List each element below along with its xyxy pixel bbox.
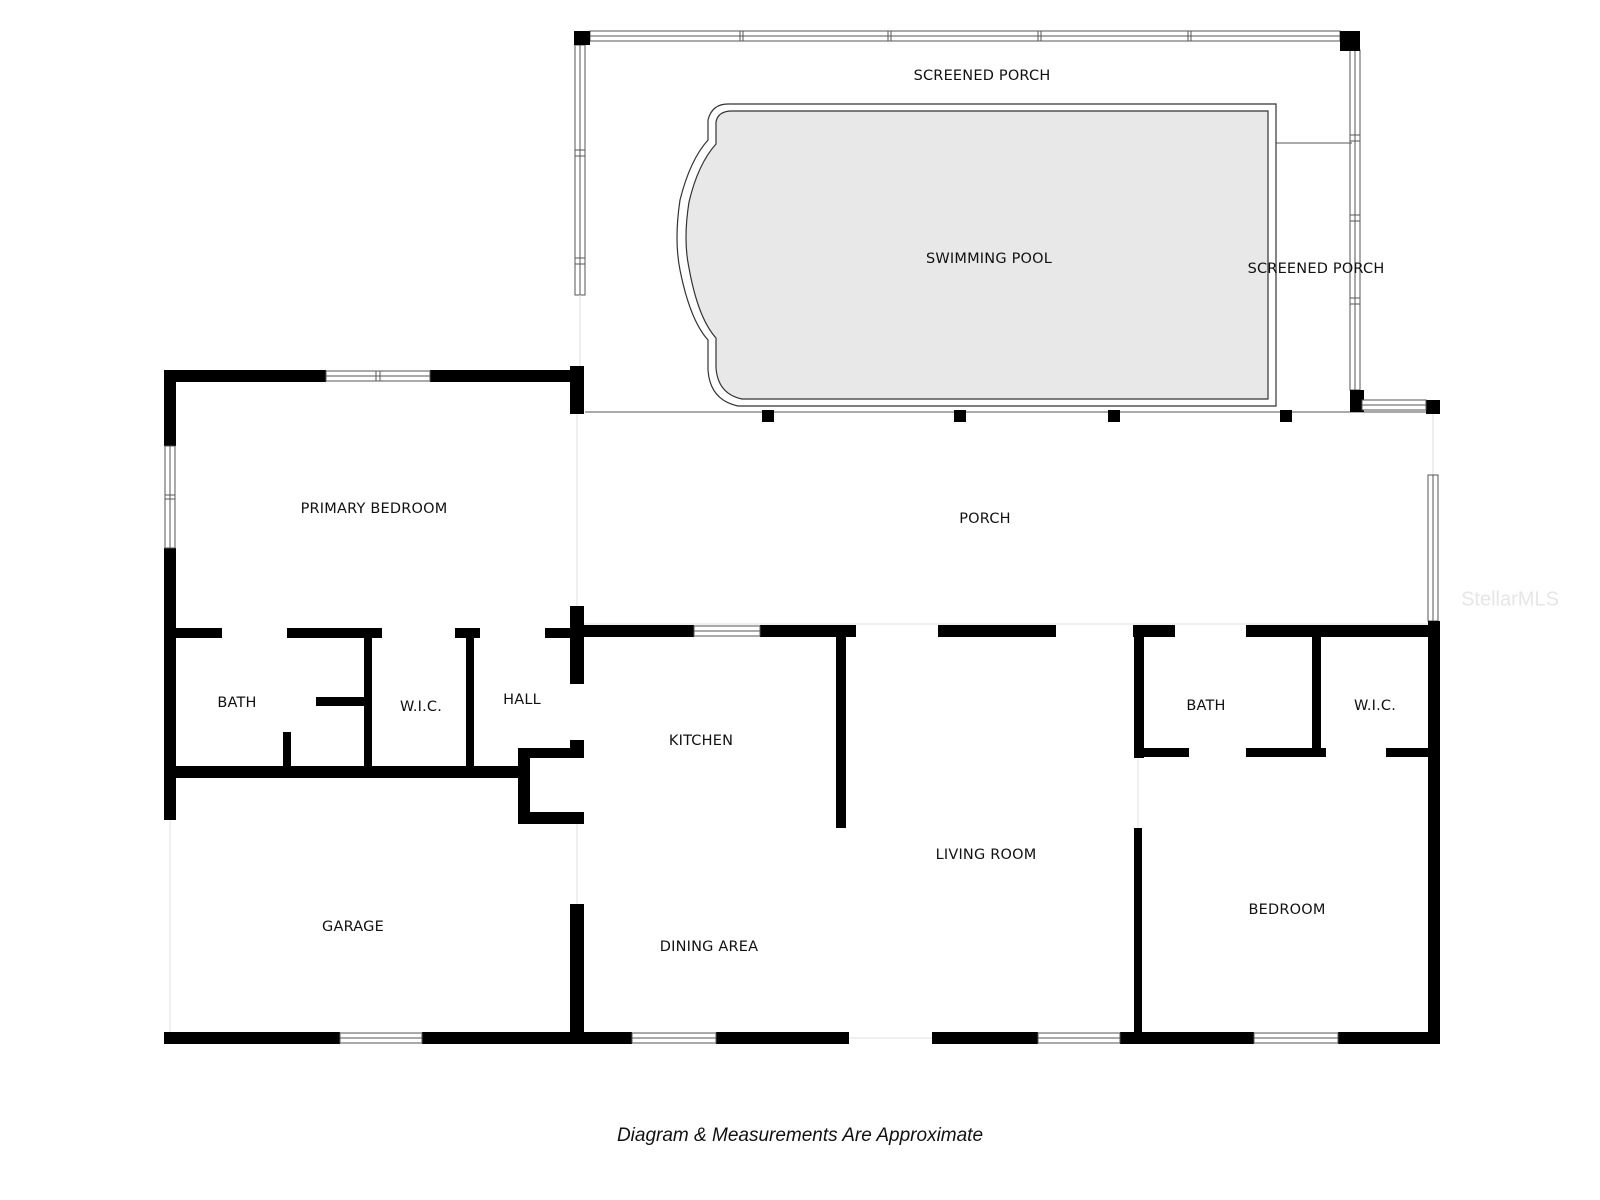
room-label-screened-porch-top: SCREENED PORCH <box>913 68 1051 84</box>
room-label-screened-porch-right: SCREENED PORCH <box>1247 261 1385 277</box>
room-label-garage: GARAGE <box>322 919 384 935</box>
room-label-primary-bedroom: PRIMARY BEDROOM <box>300 501 448 517</box>
room-label-dining-area: DINING AREA <box>659 939 759 955</box>
room-label-wic-right: W.I.C. <box>1353 698 1397 714</box>
disclaimer-caption: Diagram & Measurements Are Approximate <box>616 1125 984 1146</box>
porch-posts <box>762 410 1292 422</box>
room-label-bedroom: BEDROOM <box>1248 902 1326 918</box>
porch-right-wall <box>1361 399 1439 622</box>
room-label-living-room: LIVING ROOM <box>935 847 1037 863</box>
room-label-hall: HALL <box>503 692 541 708</box>
watermark: StellarMLS <box>1461 588 1559 611</box>
room-label-bath-left: BATH <box>217 695 257 711</box>
room-label-porch: PORCH <box>959 511 1011 527</box>
pool <box>676 103 1277 407</box>
room-label-wic-left: W.I.C. <box>399 699 443 715</box>
room-label-bath-right: BATH <box>1186 698 1226 714</box>
room-label-swimming-pool: SWIMMING POOL <box>925 251 1053 267</box>
room-label-kitchen: KITCHEN <box>668 733 734 749</box>
openings <box>169 414 1428 1039</box>
walls <box>164 366 1440 1044</box>
windows <box>164 370 1339 1044</box>
screened-porch-corners <box>574 31 1440 414</box>
